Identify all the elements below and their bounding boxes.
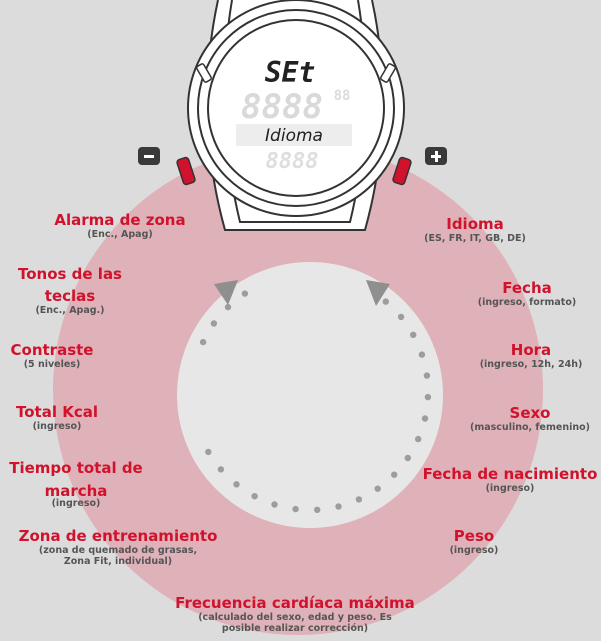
menu-item-zona-entrenamiento: Zona de entrenamiento (zona de quemado d…	[18, 527, 218, 568]
arc-dot	[205, 448, 212, 456]
menu-item-subtitle: (Enc., Apag.)	[35, 304, 105, 316]
menu-item-title: Tiempo total de marcha	[9, 459, 143, 500]
watch-side-button-top-left[interactable]	[196, 63, 212, 83]
menu-item-fecha-nacimiento: Fecha de nacimiento (ingreso)	[420, 465, 600, 495]
arc-dot	[410, 331, 417, 338]
menu-item-contraste: Contraste (5 niveles)	[2, 341, 102, 371]
watch-display	[207, 19, 385, 197]
arc-dot	[374, 485, 381, 492]
menu-item-title: Contraste	[10, 341, 94, 359]
menu-item-total-kcal: Total Kcal (ingreso)	[2, 403, 112, 433]
menu-item-title: Alarma de zona	[54, 211, 186, 229]
arc-dot	[382, 298, 389, 305]
arc-dot	[292, 505, 299, 513]
arc-dot	[335, 503, 342, 510]
menu-item-subtitle: (ingreso)	[449, 545, 499, 557]
arrow-right-icon	[366, 280, 390, 306]
watch-side-digits: 88	[334, 88, 351, 104]
menu-item-hora: Hora (ingreso, 12h, 24h)	[462, 341, 600, 371]
menu-item-subtitle: (5 niveles)	[23, 359, 81, 371]
menu-item-idioma: Idioma (ES, FR, IT, GB, DE)	[405, 215, 545, 245]
menu-item-title: Frecuencia cardíaca máxima	[175, 594, 415, 612]
watch-message-bg	[236, 124, 352, 146]
arc-dot	[421, 415, 429, 422]
minus-icon	[144, 155, 154, 158]
menu-item-subtitle: (ingreso)	[32, 421, 82, 433]
dotted-arc	[199, 290, 432, 513]
menu-item-subtitle: (ingreso)	[51, 498, 101, 509]
menu-item-alarma-de-zona: Alarma de zona (Enc., Apag)	[30, 211, 210, 241]
arrow-left-icon	[214, 280, 238, 305]
menu-item-tonos: Tonos de las teclas (Enc., Apag.)	[10, 264, 130, 318]
arc-dot	[424, 393, 432, 401]
menu-item-subtitle: (calculado del sexo, edad y peso. Es pos…	[198, 612, 392, 635]
arc-dot	[199, 338, 207, 346]
menu-item-title: Idioma	[446, 215, 504, 233]
inner-circle	[177, 262, 443, 528]
watch-top-text: SEt	[265, 56, 316, 89]
menu-item-title: Tonos de las teclas	[17, 265, 122, 305]
watch-side-button-right[interactable]	[392, 156, 412, 186]
arc-dot	[217, 466, 225, 473]
menu-item-title: Sexo	[509, 404, 551, 422]
menu-item-peso: Peso (ingreso)	[434, 527, 514, 557]
menu-item-subtitle: (Enc., Apag)	[87, 229, 153, 241]
menu-item-subtitle: (ES, FR, IT, GB, DE)	[424, 233, 526, 245]
menu-item-subtitle: (ingreso)	[485, 483, 535, 495]
arc-dot	[415, 435, 422, 443]
watch-bezel-inner	[197, 9, 395, 207]
menu-item-subtitle: (masculino, femenino)	[470, 422, 590, 434]
watch-side-button-top-right[interactable]	[380, 63, 396, 83]
arc-dot	[251, 493, 258, 500]
arc-dot	[397, 313, 405, 321]
menu-item-title: Peso	[453, 527, 495, 545]
menu-item-subtitle: (zona de quemado de grasas, Zona Fit, in…	[38, 545, 198, 568]
watch-side-button-left[interactable]	[176, 156, 196, 186]
menu-item-title: Zona de entrenamiento	[18, 527, 218, 545]
arc-dot	[233, 481, 240, 488]
menu-item-subtitle: (ingreso, formato)	[477, 297, 577, 309]
menu-item-title: Hora	[510, 341, 552, 359]
plus-icon-v	[434, 151, 438, 162]
minus-key[interactable]	[138, 147, 160, 165]
menu-item-frecuencia-cardiaca: Frecuencia cardíaca máxima (calculado de…	[160, 594, 430, 635]
menu-item-tiempo-total: Tiempo total de marcha (ingreso)	[2, 457, 150, 510]
watch-lower-digits: 8888	[266, 149, 319, 174]
menu-item-sexo: Sexo (masculino, femenino)	[460, 404, 600, 434]
arc-dot	[224, 303, 232, 311]
plus-key[interactable]	[425, 147, 447, 165]
arc-dot	[210, 320, 218, 327]
arc-dot	[418, 351, 426, 358]
arc-dot	[241, 290, 249, 297]
menu-item-fecha: Fecha (ingreso, formato)	[460, 279, 594, 309]
arc-dot	[391, 471, 398, 478]
arc-dot	[355, 496, 363, 503]
menu-item-title: Fecha	[502, 279, 552, 297]
watch	[187, 0, 405, 231]
arc-dot	[314, 506, 321, 513]
menu-item-title: Fecha de nacimiento	[422, 465, 598, 483]
arc-dot	[404, 454, 411, 462]
menu-item-subtitle: (ingreso, 12h, 24h)	[479, 359, 583, 371]
watch-main-digits: 8888	[241, 87, 323, 127]
arc-dot	[423, 372, 431, 379]
arc-dot	[271, 501, 278, 508]
menu-item-title: Total Kcal	[16, 403, 98, 421]
watch-message: Idioma	[265, 126, 323, 146]
